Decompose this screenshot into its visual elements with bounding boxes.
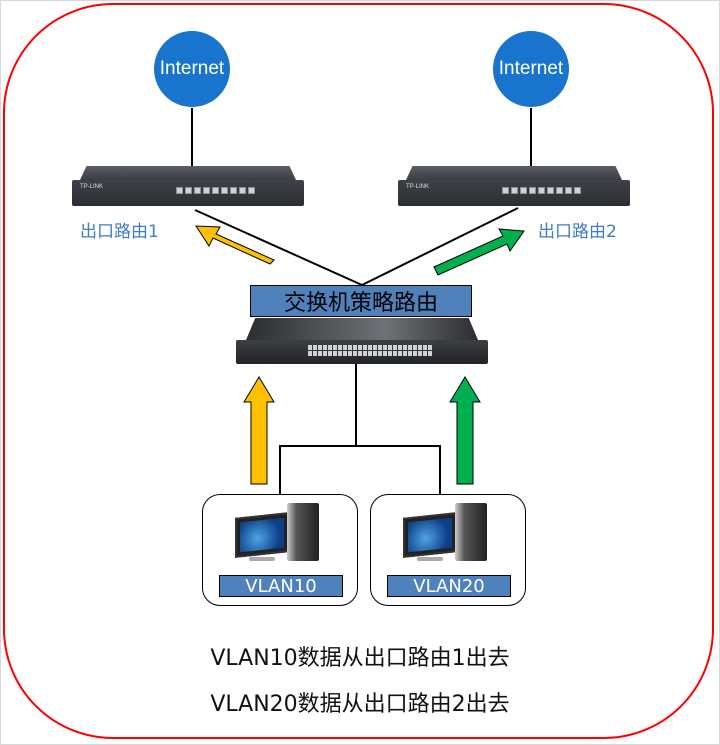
arrow-green-up bbox=[449, 376, 481, 485]
router-left: TP-LINK bbox=[72, 166, 304, 210]
internet-label: Internet bbox=[498, 58, 564, 79]
computer-icon bbox=[403, 503, 493, 565]
diagram-border bbox=[3, 3, 714, 739]
wire-switch-pcs bbox=[279, 362, 357, 494]
internet-cloud-right: Internet bbox=[493, 31, 569, 107]
router-ports bbox=[502, 187, 581, 194]
wire-router-right-switch bbox=[361, 207, 519, 286]
router-left-label: 出口路由1 bbox=[80, 222, 159, 242]
caption-vlan20: VLAN20数据从出口路由2出去 bbox=[210, 692, 510, 717]
vlan-label: VLAN20 bbox=[387, 575, 511, 597]
wire-router-left-switch bbox=[194, 209, 363, 286]
router-right-label: 出口路由2 bbox=[538, 222, 617, 242]
arrow-green-diagonal bbox=[433, 228, 525, 276]
arrow-yellow-up bbox=[243, 376, 275, 485]
router-ports bbox=[176, 187, 255, 194]
vlan-label: VLAN10 bbox=[219, 575, 343, 597]
internet-label: Internet bbox=[159, 58, 225, 79]
core-switch bbox=[236, 318, 488, 368]
switch-ports bbox=[308, 345, 434, 356]
internet-cloud-left: Internet bbox=[154, 31, 230, 107]
router-right: TP-LINK bbox=[398, 166, 630, 210]
computer-icon bbox=[235, 503, 325, 565]
arrow-yellow-diagonal bbox=[195, 225, 275, 265]
policy-routing-label: 交换机策略路由 bbox=[250, 285, 472, 317]
pc-group-vlan10: VLAN10 bbox=[202, 494, 358, 606]
router-brand: TP-LINK bbox=[406, 184, 430, 190]
router-brand: TP-LINK bbox=[80, 184, 104, 190]
wire-switch-pc-right bbox=[356, 445, 441, 494]
pc-group-vlan20: VLAN20 bbox=[370, 494, 526, 606]
caption-vlan10: VLAN10数据从出口路由1出去 bbox=[210, 646, 510, 671]
